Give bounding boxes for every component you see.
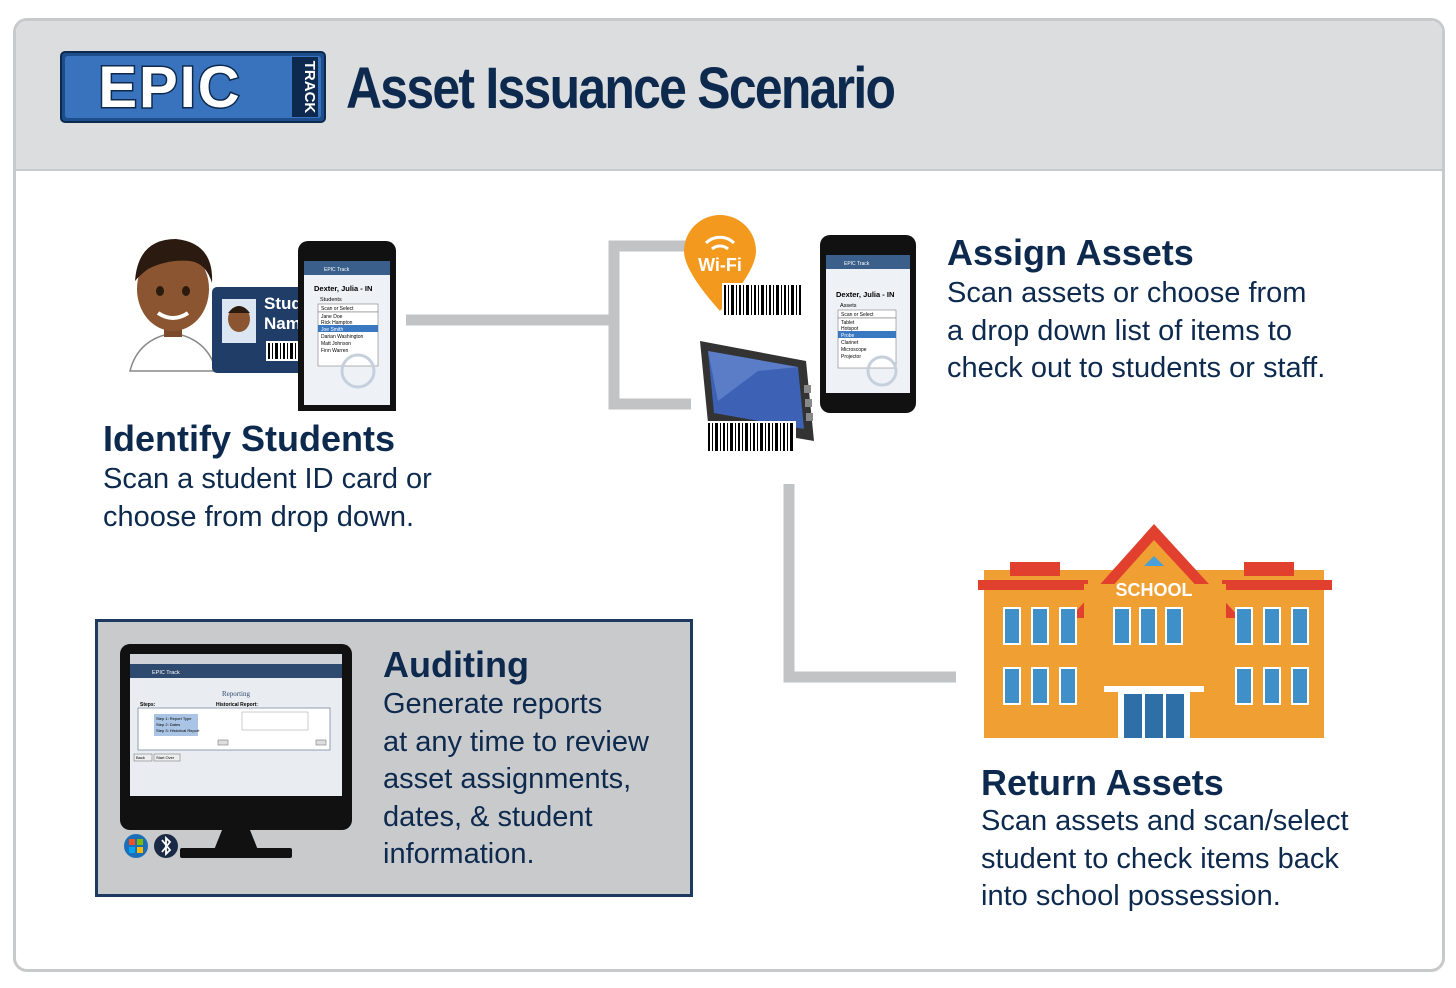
- smartphone-icon: EPIC Track Dexter, Julia - IN Students S…: [298, 241, 396, 411]
- windows-logo-icon: [124, 834, 148, 858]
- phone-option: Hotspot: [841, 326, 859, 332]
- phone-option: Rick Hampton: [321, 320, 353, 326]
- assign-description: Scan assets or choose from a drop down l…: [947, 275, 1325, 388]
- monitor-app-title: EPIC Track: [152, 670, 180, 676]
- phone-option: Projector: [841, 354, 861, 360]
- identify-description: Scan a student ID card or choose from dr…: [103, 461, 432, 536]
- monitor-step-item: Step 2: Dates: [156, 722, 180, 727]
- monitor-icon: EPIC Track Reporting Steps: Historical R…: [120, 644, 352, 858]
- return-desc-line: Scan assets and scan/select: [981, 805, 1349, 837]
- assign-desc-line: Scan assets or choose from: [947, 277, 1307, 309]
- phone-option: Microscope: [841, 347, 867, 353]
- phone-option: Jane Doe: [321, 314, 343, 320]
- identify-desc-line: Scan a student ID card or: [103, 463, 432, 495]
- card-label-2: Nam: [264, 314, 301, 333]
- phone-option-selected: Probe: [841, 333, 855, 339]
- identify-illustration: Stud Nam EPIC Track Dexter, Julia - IN S…: [129, 239, 396, 411]
- return-description: Scan assets and scan/select student to c…: [981, 803, 1349, 916]
- monitor-start-over-button: Start Over: [156, 755, 175, 760]
- school-building-icon: SCHOOL: [978, 524, 1332, 738]
- phone-option-selected: Joe Smith: [321, 327, 343, 333]
- return-desc-line: into school possession.: [981, 880, 1281, 912]
- auditing-panel: EPIC Track Reporting Steps: Historical R…: [95, 619, 693, 897]
- header-bar: EPIC TRACK Asset Issuance Scenario: [16, 21, 1442, 171]
- bluetooth-icon: [154, 834, 178, 858]
- logo-subtext: TRACK: [301, 61, 318, 114]
- barcode-icon: [722, 283, 806, 323]
- identify-desc-line: choose from drop down.: [103, 500, 415, 533]
- phone-field-label: Assets: [840, 303, 857, 309]
- auditing-heading: Auditing: [383, 644, 529, 685]
- auditing-desc-line: Generate reports: [383, 688, 603, 720]
- phone-option: Tablet: [841, 320, 855, 326]
- return-desc-line: student to check items back: [981, 842, 1339, 875]
- auditing-desc-line: dates, & student: [383, 800, 593, 833]
- card-label-1: Stud: [264, 294, 302, 313]
- phone-header: EPIC Track: [844, 261, 870, 267]
- monitor-steps-label: Steps:: [140, 702, 156, 708]
- smartphone-icon: EPIC Track Dexter, Julia - IN Assets Sca…: [820, 235, 916, 413]
- monitor-step-item: Step 1: Report Type: [156, 716, 192, 721]
- phone-name: Dexter, Julia - IN: [314, 284, 372, 293]
- identify-heading: Identify Students: [103, 418, 396, 459]
- monitor-step-item: Step 3: Historical Report: [156, 728, 200, 733]
- flow-connectors: [406, 240, 956, 683]
- epic-track-logo: EPIC TRACK: [60, 51, 326, 123]
- return-heading: Return Assets: [981, 762, 1224, 803]
- assign-illustration: Wi-Fi: [684, 215, 916, 451]
- phone-field-label: Students: [320, 297, 342, 303]
- school-sign: SCHOOL: [1115, 580, 1192, 600]
- monitor-page-title: Reporting: [222, 690, 250, 698]
- assign-desc-line: a drop down list of items to: [947, 314, 1292, 347]
- auditing-desc-line: information.: [383, 838, 535, 870]
- phone-option: Finn Warren: [321, 348, 349, 354]
- page-title: Asset Issuance Scenario: [346, 56, 896, 121]
- assign-desc-line: check out to students or staff.: [947, 352, 1326, 384]
- phone-name: Dexter, Julia - IN: [836, 290, 894, 299]
- infographic-frame: EPIC TRACK Asset Issuance Scenario: [13, 18, 1445, 972]
- wifi-label: Wi-Fi: [698, 255, 742, 275]
- monitor-report-label: Historical Report:: [216, 702, 258, 708]
- id-card-icon: Stud Nam: [212, 287, 324, 373]
- phone-option: Clarinet: [841, 340, 859, 346]
- auditing-description: Generate reports at any time to review a…: [383, 686, 649, 874]
- assign-heading: Assign Assets: [947, 232, 1194, 273]
- auditing-desc-line: asset assignments,: [383, 763, 632, 795]
- logo-text: EPIC: [98, 55, 241, 120]
- phone-select: Scan or Select: [841, 312, 874, 318]
- monitor-back-button: Back: [136, 755, 145, 760]
- phone-header: EPIC Track: [324, 267, 350, 273]
- phone-select: Scan or Select: [321, 306, 354, 312]
- phone-option: Matt Johnson: [321, 341, 351, 347]
- tablet-icon: [700, 341, 814, 451]
- student-avatar-icon: [129, 239, 217, 372]
- phone-option: Darian Washington: [321, 334, 364, 340]
- auditing-desc-line: at any time to review: [383, 725, 649, 758]
